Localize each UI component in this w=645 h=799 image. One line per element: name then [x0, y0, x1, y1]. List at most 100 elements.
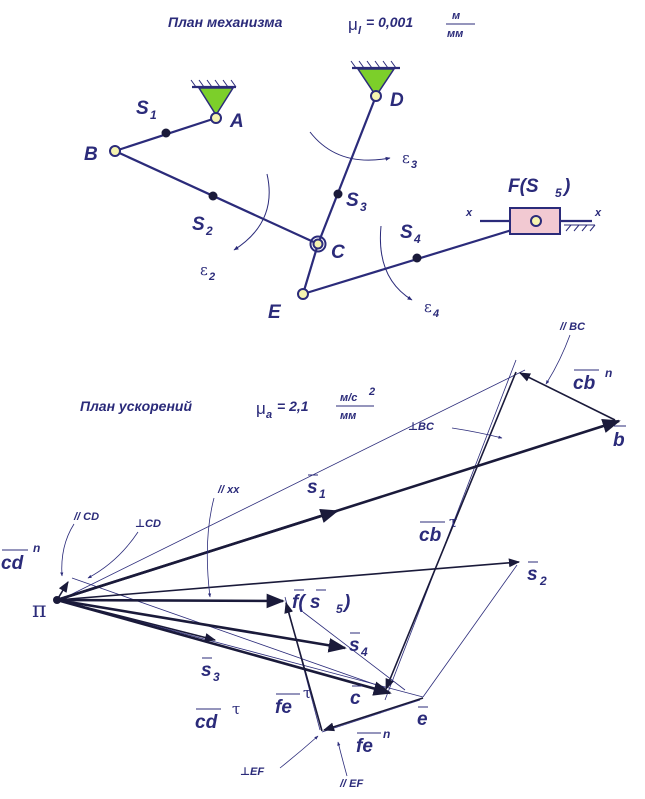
mu-a-sub: a: [266, 409, 272, 421]
label-eps4: ε: [424, 298, 432, 316]
note-perp-cd: ⊥CD: [87, 518, 161, 579]
label-cd-t-group: cd τ: [195, 700, 240, 733]
label-s2-sub: 2: [205, 224, 213, 238]
mu-l-symbol: μ: [348, 15, 358, 34]
label-s1-group: s 1: [307, 474, 326, 501]
note-par-xx: // xx: [206, 484, 240, 598]
aux-e-fe: [321, 699, 421, 733]
center-s4: [412, 253, 422, 263]
note-par-cd-text: // CD: [73, 511, 99, 523]
label-cb-t-sup: τ: [449, 513, 457, 531]
label-f-s5-vec-sub: 5: [336, 602, 343, 616]
label-cd-t-sup: τ: [232, 700, 240, 718]
slider-guide: [480, 207, 596, 235]
label-fe-n-group: fe n: [356, 727, 390, 757]
label-s3-group: s 3: [201, 657, 220, 684]
label-a: A: [229, 111, 244, 132]
label-s1-sub: 1: [150, 108, 157, 122]
note-perp-bc: ⊥BC: [408, 421, 503, 439]
label-cb-n: cb: [573, 373, 596, 394]
label-f-s5-group: f( s 5 ): [292, 589, 350, 616]
aux-pi-to-cbn: [59, 369, 526, 601]
label-s3-sub: 3: [360, 200, 367, 214]
eps4-arc: [379, 225, 413, 301]
vector-cb-n: [518, 372, 616, 421]
label-fe-t-sup: τ: [303, 684, 311, 702]
label-eps3-sub: 3: [411, 159, 417, 171]
label-s4-sub: 4: [413, 232, 421, 246]
joint-f: [530, 215, 542, 227]
label-b-group: b: [613, 425, 626, 451]
axis-x-left: x: [465, 207, 473, 219]
label-s4-vec-sub: 4: [360, 645, 368, 659]
note-par-ef-text: // EF: [339, 778, 364, 790]
mu-l-value: = 0,001: [366, 14, 413, 30]
axis-x-right: x: [594, 207, 602, 219]
label-fe-t-group: fe τ: [275, 684, 311, 718]
label-s2-group: s 2: [527, 561, 547, 588]
label-s4-vec: s: [349, 635, 360, 656]
mu-a-unit-num: м/с: [340, 392, 357, 404]
joint-d: [370, 90, 382, 102]
aux-f-c: [302, 611, 406, 691]
label-b-vec: b: [613, 430, 625, 451]
note-perp-ef-text: ⊥EF: [240, 766, 264, 778]
label-fe-n-sup: n: [383, 727, 390, 741]
support-a: [190, 79, 237, 117]
mu-l-unit-den: мм: [447, 28, 463, 40]
vector-pi-s2: [56, 558, 521, 601]
label-e-vec: e: [417, 709, 428, 730]
vector-pi-s1: [56, 509, 339, 602]
label-s3-vec: s: [201, 660, 212, 681]
mu-l-unit-num: м: [452, 10, 460, 22]
mu-a-value: = 2,1: [277, 398, 309, 414]
joint-b: [109, 145, 121, 157]
mu-a-symbol: μ: [256, 399, 266, 418]
aux-s2-e: [422, 564, 518, 698]
label-c: C: [331, 242, 345, 263]
label-f-sub: 5: [555, 186, 562, 200]
label-fe-t: fe: [275, 697, 292, 718]
label-cb-n-group: cb n: [573, 366, 612, 394]
vector-fe-t: [284, 601, 323, 732]
note-par-ef: // EF: [337, 741, 364, 790]
accel-title: План ускорений μ a = 2,1 м/с 2 мм: [80, 386, 375, 422]
label-s3: S: [346, 190, 359, 211]
label-f-s5-vec: f( s: [292, 592, 321, 613]
label-f-close: ): [562, 176, 570, 197]
center-s1: [161, 128, 171, 138]
mu-l-sub: l: [358, 25, 362, 37]
label-e: E: [268, 302, 282, 323]
label-cb-n-sup: n: [605, 366, 612, 380]
eps2-arc: [233, 173, 270, 251]
mechanism-title-text: План механизма: [168, 14, 283, 30]
joint-e: [297, 288, 309, 300]
label-eps2: ε: [200, 261, 208, 279]
label-cd-t: cd: [195, 712, 218, 733]
note-perp-ef: ⊥EF: [240, 735, 319, 778]
label-s1-vec: s: [307, 477, 318, 498]
label-s4: S: [400, 222, 413, 243]
label-s2-vec: s: [527, 564, 538, 585]
note-perp-cd-text: ⊥CD: [135, 518, 161, 530]
vector-pi-c: [56, 598, 392, 696]
label-f-s5-vec-close: ): [342, 592, 350, 613]
label-s2: S: [192, 214, 205, 235]
label-cb-t: cb: [419, 525, 442, 546]
vector-fe-n: [322, 697, 424, 732]
label-pi: π: [32, 598, 46, 623]
pole-point: [53, 596, 61, 604]
label-eps2-sub: 2: [208, 271, 215, 283]
acceleration-vectors: [56, 371, 621, 732]
joint-c-outer: [309, 235, 327, 253]
joint-a: [210, 112, 222, 124]
label-cb-t-group: cb τ: [419, 513, 457, 546]
label-b: B: [84, 144, 98, 165]
joint-c: [312, 238, 324, 250]
label-s1-vec-sub: 1: [319, 487, 326, 501]
label-e-group: e: [417, 706, 428, 730]
vector-pi-s3: [56, 599, 217, 642]
eps3-arc: [309, 131, 391, 161]
